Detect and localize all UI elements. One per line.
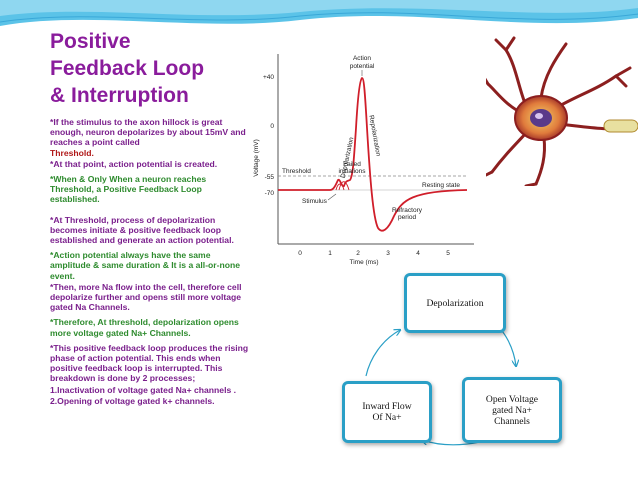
x-axis-label: Time (ms) bbox=[349, 259, 378, 266]
label-potential: potential bbox=[350, 63, 375, 70]
x-tick-2: 2 bbox=[356, 250, 360, 257]
bullet-threshold-stimulus: *If the stimulus to the axon hillock is … bbox=[50, 117, 250, 158]
action-potential-graph: Voltage (mV) Time (ms) +40 0 -55 -70 0 1… bbox=[253, 54, 474, 266]
cycle-box-inward-flow: Inward Flow Of Na+ bbox=[342, 381, 432, 443]
header-wave-decoration bbox=[0, 0, 638, 26]
inward-flow-line-1: Inward Flow bbox=[362, 401, 412, 412]
bullet-3: *When & Only When a neuron reaches Thres… bbox=[50, 174, 207, 205]
bullet-9: 1.Inactivation of voltage gated Na+ chan… bbox=[50, 384, 237, 395]
y-tick-55: -55 bbox=[265, 174, 275, 181]
failed-initiation-1 bbox=[335, 183, 345, 191]
label-action: Action bbox=[353, 55, 371, 62]
failed-initiation-2 bbox=[338, 181, 350, 191]
label-period: period bbox=[398, 214, 416, 221]
y-axis-label: Voltage (mV) bbox=[253, 139, 260, 177]
title-line-2: Feedback Loop bbox=[50, 57, 205, 80]
label-stimulus: Stimulus bbox=[302, 198, 328, 205]
bullet-list: *If the stimulus to the axon hillock is … bbox=[50, 117, 250, 407]
label-initiations: initiations bbox=[338, 168, 366, 175]
label-repolarization: Repolarization bbox=[367, 115, 381, 158]
y-tick-40: +40 bbox=[263, 74, 274, 81]
bullet-10: 2.Opening of voltage gated k+ channels. bbox=[50, 395, 215, 406]
slide-title: Positive Feedback Loop & Interruption bbox=[50, 28, 240, 109]
positive-feedback-cycle: Depolarization Open Voltage gated Na+ Ch… bbox=[330, 270, 562, 480]
neuron-illustration bbox=[486, 36, 638, 186]
x-tick-0: 0 bbox=[298, 250, 302, 257]
bullet-7: *Therefore, At threshold, depolarization… bbox=[50, 317, 239, 338]
title-line-3: & Interruption bbox=[50, 84, 189, 107]
open-voltage-line-3: Channels bbox=[494, 415, 530, 427]
y-tick-70: -70 bbox=[265, 190, 275, 197]
bullet-8: *This positive feedback loop produces th… bbox=[50, 342, 249, 384]
bullet-1-threshold: Threshold. bbox=[50, 147, 94, 158]
label-resting-state: Resting state bbox=[422, 182, 460, 189]
label-refractory: Refractory bbox=[392, 207, 423, 214]
inward-flow-line-2: Of Na+ bbox=[372, 412, 402, 423]
title-line-1: Positive bbox=[50, 30, 131, 53]
x-tick-1: 1 bbox=[328, 250, 332, 257]
open-voltage-line-2: gated Na+ bbox=[492, 404, 532, 416]
x-tick-5: 5 bbox=[446, 250, 450, 257]
bullet-6: *Then, more Na flow into the cell, there… bbox=[50, 281, 242, 313]
cycle-box-open-voltage: Open Voltage gated Na+ Channels bbox=[462, 377, 562, 443]
x-tick-3: 3 bbox=[386, 250, 390, 257]
open-voltage-line-1: Open Voltage bbox=[485, 393, 539, 405]
bullet-2: *At that point, action potential is crea… bbox=[50, 158, 218, 169]
label-failed: Failed bbox=[343, 161, 361, 168]
action-potential-trace bbox=[278, 77, 468, 232]
bullet-5: *Action potential always have the same a… bbox=[50, 250, 241, 281]
threshold-label: Threshold bbox=[282, 168, 311, 175]
bullet-1-text: *If the stimulus to the axon hillock is … bbox=[50, 117, 246, 148]
cycle-depolarization-label: Depolarization bbox=[426, 297, 484, 309]
x-tick-4: 4 bbox=[416, 250, 420, 257]
bullet-4: *At Threshold, process of depolarization… bbox=[50, 214, 234, 246]
y-tick-0: 0 bbox=[270, 123, 274, 130]
cycle-box-depolarization: Depolarization bbox=[404, 273, 506, 333]
arrow-inward-to-depol bbox=[365, 330, 400, 377]
